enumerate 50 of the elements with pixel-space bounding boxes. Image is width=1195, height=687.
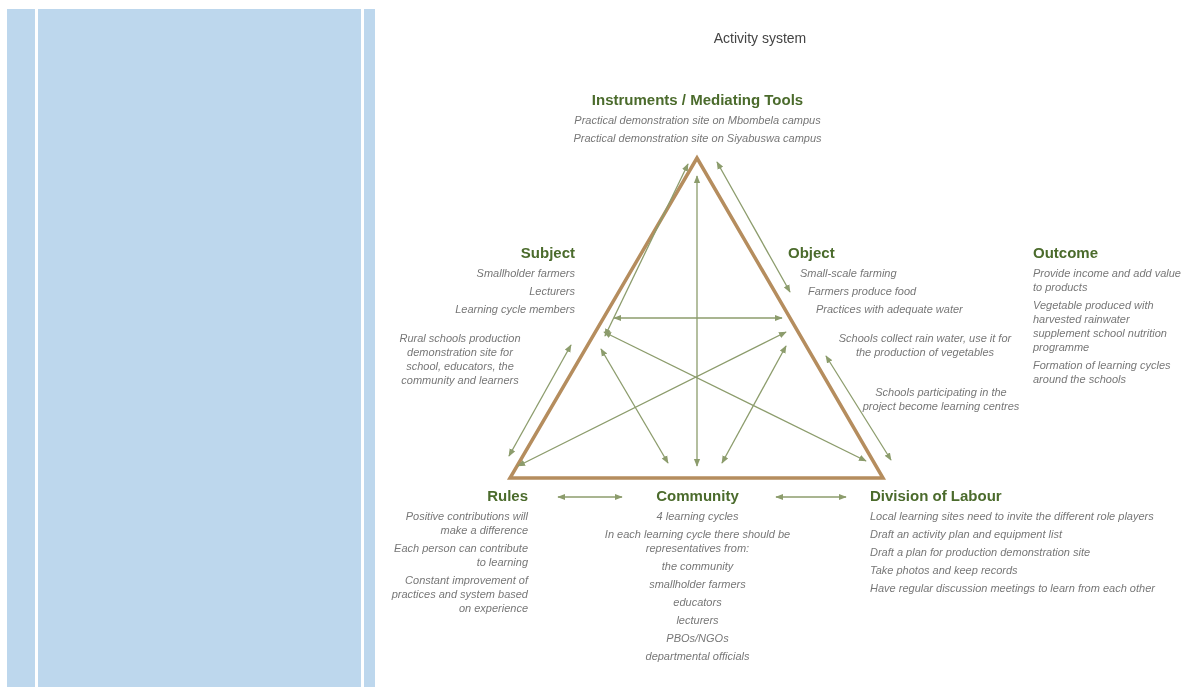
- node-text: Formation of learning cycles around the schools: [1033, 358, 1172, 386]
- node-text: educators: [672, 595, 723, 609]
- node-text: Smallholder farmers: [475, 266, 575, 280]
- node-heading: Rules: [486, 486, 528, 506]
- diagram-title: Activity system: [712, 29, 808, 48]
- node-text: Lecturers: [528, 284, 575, 298]
- node-heading: Outcome: [1033, 243, 1099, 263]
- node-text: Practices with adequate water: [816, 302, 964, 316]
- node-text: Positive contributions will make a difference: [404, 509, 528, 537]
- note-text: Schools participating in the project become learning centres: [862, 385, 1020, 413]
- node-heading: Subject: [519, 243, 575, 263]
- arrow: [775, 493, 847, 501]
- node-text: Draft a plan for production demonstration site: [870, 545, 1092, 559]
- node-text: PBOs/NGOs: [665, 631, 730, 645]
- note-text: Schools collect rain water, use it for the production of vegetables: [837, 331, 1013, 359]
- arrow: [613, 314, 783, 322]
- node-heading: Object: [788, 243, 836, 263]
- arrow: [693, 175, 701, 467]
- node-text: Vegetable produced with harvested rainwater supplement school nutrition programme: [1033, 298, 1168, 354]
- node-text: Small-scale farming: [800, 266, 898, 280]
- arrow: [604, 163, 689, 337]
- node-heading: Division of Labour: [870, 486, 1003, 506]
- node-text: In each learning cycle there should be representatives from:: [603, 527, 792, 555]
- node-text: Take photos and keep records: [870, 563, 1019, 577]
- node-text: departmental officials: [644, 649, 751, 663]
- node-heading: Instruments / Mediating Tools: [590, 90, 805, 110]
- node-text: Practical demonstration site on Siyabuswa campus: [572, 131, 823, 145]
- node-text: the community: [660, 559, 735, 573]
- arrow: [517, 331, 787, 467]
- node-text: Learning cycle members: [454, 302, 575, 316]
- node-text: Each person can contribute to learning: [393, 541, 528, 569]
- node-text: lecturers: [675, 613, 720, 627]
- arrow: [600, 348, 669, 464]
- node-text: Local learning sites need to invite the different role players: [870, 509, 1155, 523]
- arrow: [508, 344, 572, 457]
- arrow: [825, 355, 892, 461]
- node-text: Have regular discussion meetings to learn from each other: [870, 581, 1156, 595]
- arrow: [716, 161, 791, 293]
- arrow: [721, 345, 787, 464]
- node-text: smallholder farmers: [648, 577, 747, 591]
- node-text: Provide income and add value to products: [1033, 266, 1182, 294]
- node-heading: Community: [655, 486, 740, 506]
- node-text: Practical demonstration site on Mbombela campus: [573, 113, 822, 127]
- node-text: Farmers produce food: [808, 284, 918, 298]
- arrow: [603, 331, 867, 462]
- note-text: Rural schools production demonstration site for school, educators, the community and learners: [398, 331, 522, 387]
- arrow: [557, 493, 623, 501]
- node-text: Constant improvement of practices and system based on experience: [390, 573, 528, 615]
- node-text: 4 learning cycles: [655, 509, 740, 523]
- node-text: Draft an activity plan and equipment list: [870, 527, 1064, 541]
